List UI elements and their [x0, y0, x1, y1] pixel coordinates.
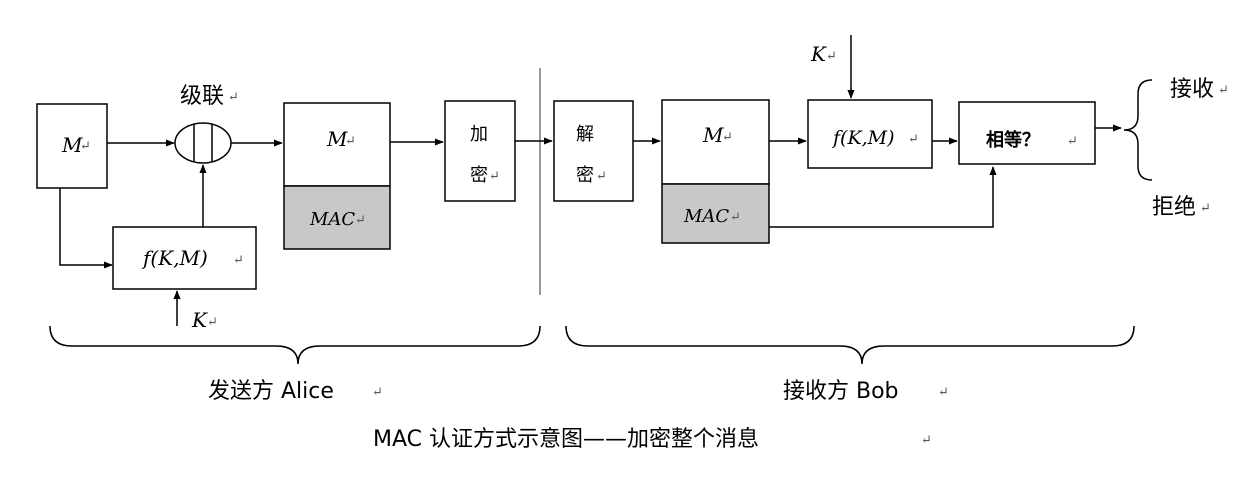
encrypt-char-2: 密: [470, 165, 488, 186]
return-mark: ↵: [345, 134, 356, 149]
compare-text: 相等？: [986, 129, 1040, 151]
return-mark: ↵: [826, 49, 837, 64]
return-mark: ↵: [207, 315, 218, 330]
sender-m-box: [36, 103, 108, 189]
return-mark: ↵: [1200, 201, 1211, 216]
return-mark: ↵: [596, 169, 607, 184]
arrow-mac-to-compare: [769, 166, 997, 228]
receiver-mac-func-text: f(K,M): [831, 127, 895, 149]
return-mark: ↵: [355, 213, 366, 228]
decrypt-char-1: 解: [576, 124, 594, 145]
reject-text: 拒绝: [1152, 195, 1196, 220]
sender-packet-mac: [283, 185, 391, 250]
decrypt-box: [553, 100, 634, 202]
sender-packet-mac-text: MAC: [309, 209, 355, 230]
sender-mac-func-box: [112, 226, 257, 290]
sender-packet-m-text: M: [326, 127, 348, 151]
return-mark: ↵: [908, 132, 919, 147]
receiver-packet-mac-text: MAC: [683, 206, 729, 227]
return-mark: ↵: [938, 385, 949, 400]
receiver-label: 接收方 Bob: [783, 379, 899, 404]
receiver-key-text: K: [810, 42, 827, 66]
accept-text: 接收: [1170, 77, 1214, 102]
compare-box: [958, 101, 1096, 165]
sender-m-text: M: [61, 133, 83, 157]
diagram-caption: MAC 认证方式示意图——加密整个消息: [373, 427, 759, 452]
encrypt-box: [444, 100, 516, 202]
return-mark: ↵: [921, 433, 932, 448]
sender-brace: [49, 325, 541, 365]
return-mark: ↵: [1067, 134, 1078, 149]
receiver-packet-mac: [661, 183, 770, 244]
sender-mac-func-text: f(K,M): [141, 246, 208, 270]
return-mark: ↵: [489, 169, 500, 184]
arrow-m-to-mac-func: [59, 188, 113, 269]
sender-key-text: K: [191, 308, 208, 332]
concat-label: 级联: [180, 84, 224, 109]
return-mark: ↵: [228, 90, 239, 105]
return-mark: ↵: [730, 210, 741, 225]
receiver-packet-m-text: M: [702, 123, 724, 147]
receiver-packet-m: [661, 99, 770, 185]
return-mark: ↵: [233, 253, 244, 268]
sender-label: 发送方 Alice: [208, 379, 334, 404]
receiver-mac-func-box: [807, 99, 933, 169]
receiver-brace: [565, 325, 1135, 365]
sender-packet-m: [283, 102, 391, 187]
return-mark: ↵: [80, 139, 91, 154]
concat-symbol: [174, 122, 232, 164]
return-mark: ↵: [1218, 83, 1229, 98]
decrypt-char-2: 密: [576, 165, 594, 186]
return-mark: ↵: [722, 130, 733, 145]
return-mark: ↵: [372, 385, 383, 400]
decision-brace: [1123, 79, 1153, 181]
encrypt-char-1: 加: [470, 124, 488, 145]
